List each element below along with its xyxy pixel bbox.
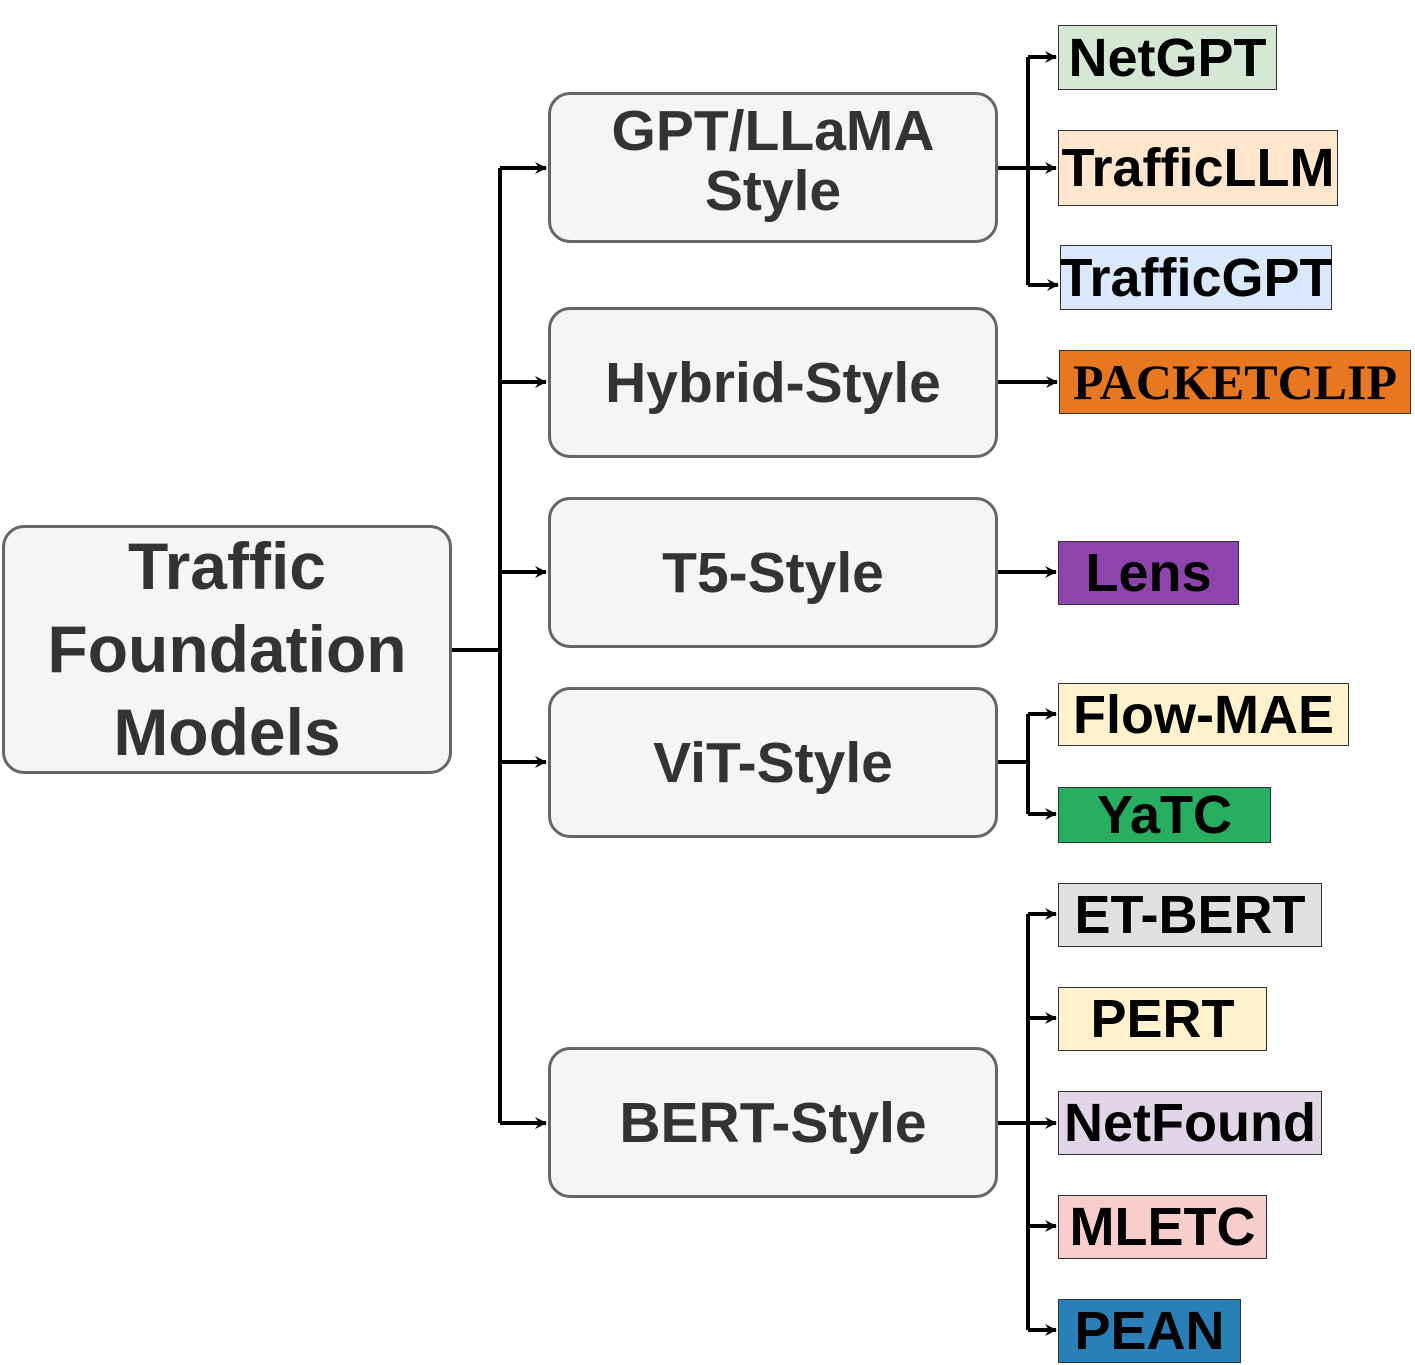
category-vit-style: ViT-Style — [548, 687, 998, 838]
leaf-packetclip: PACKETCLIP — [1059, 350, 1411, 414]
leaf-pert: PERT — [1058, 987, 1267, 1051]
leaf-yatc: YaTC — [1058, 787, 1271, 843]
category-gpt-llama-style: GPT/LLaMA Style — [548, 92, 998, 243]
bert-branch-trunk — [997, 914, 1030, 1330]
leaf-trafficgpt: TrafficGPT — [1059, 245, 1333, 310]
leaf-trafficllm: TrafficLLM — [1058, 130, 1338, 206]
leaf-netgpt: NetGPT — [1058, 25, 1277, 90]
root-trunk — [452, 168, 502, 1123]
gpt-branch-trunk — [997, 57, 1030, 285]
leaf-flow-mae: Flow-MAE — [1058, 683, 1349, 746]
leaf-netfound: NetFound — [1058, 1091, 1322, 1155]
category-bert-style: BERT-Style — [548, 1047, 998, 1198]
category-hybrid-style: Hybrid-Style — [548, 307, 998, 458]
leaf-et-bert: ET-BERT — [1058, 883, 1322, 947]
root-node-traffic-foundation-models: Traffic Foundation Models — [2, 525, 452, 774]
leaf-mletc: MLETC — [1058, 1195, 1267, 1259]
category-t5-style: T5-Style — [548, 497, 998, 648]
leaf-lens: Lens — [1058, 541, 1239, 605]
leaf-pean: PEAN — [1058, 1299, 1241, 1363]
vit-branch-trunk — [997, 714, 1030, 814]
